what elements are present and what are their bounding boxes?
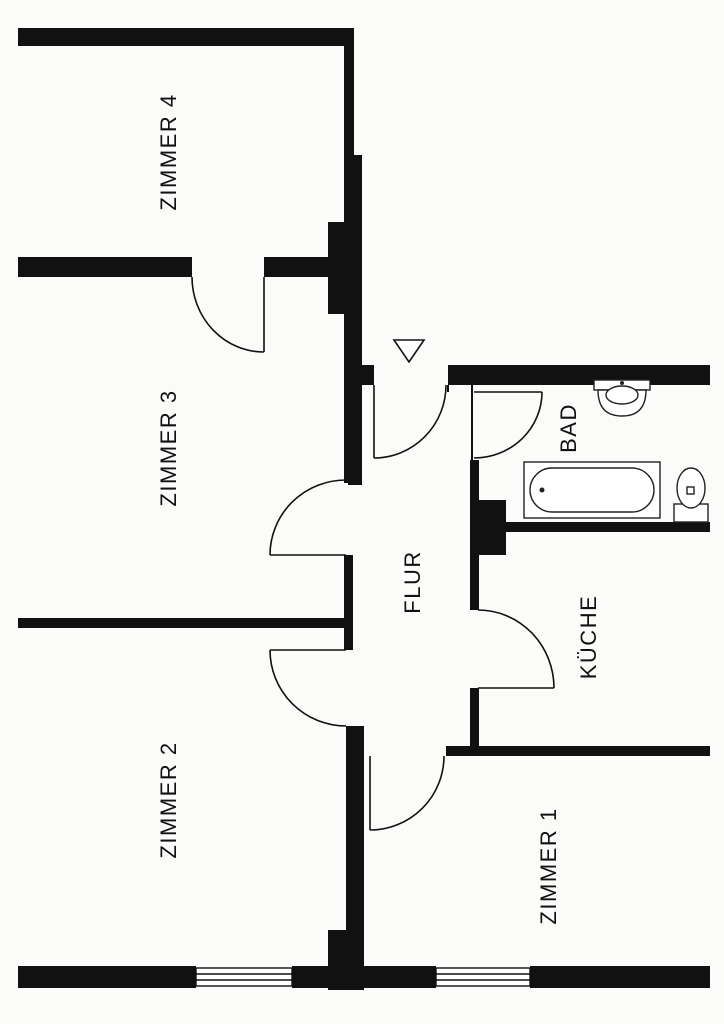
wall-z4-z3-left [18, 257, 192, 277]
wall-z3-z2 [18, 618, 348, 628]
door-entrance [373, 384, 447, 459]
wall-z4-z3-right [264, 257, 348, 277]
door-bad [473, 391, 543, 459]
wall-bad-kueche [504, 522, 710, 532]
wall-bottom-left [18, 966, 196, 988]
label-kueche: KÜCHE [576, 595, 601, 680]
bathtub-icon [523, 461, 661, 519]
door-zimmer1 [369, 755, 445, 831]
wall-bottom-right [530, 966, 710, 988]
label-bad: BAD [556, 403, 581, 453]
label-flur: FLUR [400, 550, 425, 613]
label-zimmer-3: ZIMMER 3 [156, 389, 181, 506]
toilet-icon [673, 467, 709, 523]
wall-entrance-stub [354, 365, 374, 385]
label-zimmer-1: ZIMMER 1 [536, 807, 561, 924]
sink-icon [593, 379, 651, 417]
wall-top [18, 28, 354, 46]
door-zimmer4 [191, 276, 265, 353]
wall-spine-upper-thick [348, 155, 362, 485]
windows [195, 967, 531, 987]
wall-bad-top [448, 365, 710, 385]
wall-spine-middle [344, 555, 353, 650]
thin-partitions [447, 385, 473, 460]
wall-kueche-z1 [446, 746, 710, 756]
room-labels: ZIMMER 4 ZIMMER 3 ZIMMER 2 ZIMMER 1 FLUR… [156, 93, 601, 924]
door-zimmer2 [269, 649, 347, 727]
window-icon [195, 967, 293, 987]
label-zimmer-4: ZIMMER 4 [156, 93, 181, 210]
window-icon [435, 967, 531, 987]
door-kueche [477, 609, 555, 689]
wall-flur-right-lower [470, 688, 479, 748]
entrance-triangle-icon [392, 339, 426, 364]
wall-flur-bad-pillar [470, 500, 506, 555]
wall-spine-lower [346, 726, 364, 986]
doors [191, 276, 555, 831]
label-zimmer-2: ZIMMER 2 [156, 741, 181, 858]
wall-bottom-mid-left [292, 966, 436, 988]
door-zimmer3 [269, 479, 347, 556]
